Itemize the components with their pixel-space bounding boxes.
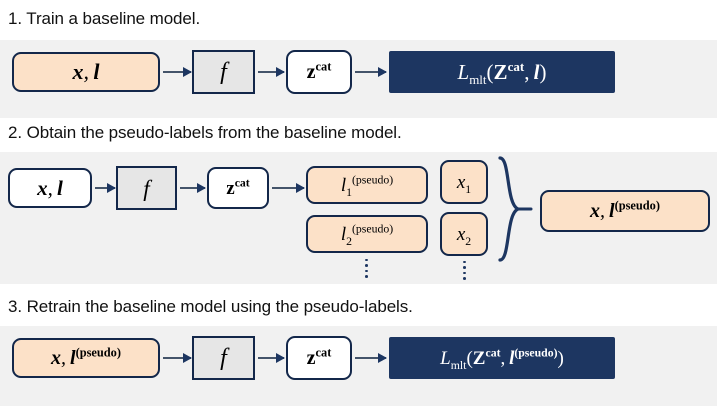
row2-arrow-2 xyxy=(180,183,206,193)
row2-pseudo-label-2: l2(pseudo) xyxy=(340,222,394,248)
row1-arrow-1 xyxy=(163,67,192,77)
row3-input-box: x, l(pseudo) xyxy=(12,338,160,378)
row1-input-label: x, l xyxy=(72,59,100,84)
section-1-heading: 1. Train a baseline model. xyxy=(8,9,201,28)
row1-input-box: x, l xyxy=(12,52,160,92)
row3-model-label: f xyxy=(220,345,227,371)
row1-loss-box: Lmlt(Zcat, l) xyxy=(389,51,615,93)
row1-model-box: f xyxy=(192,50,255,94)
row3-arrow-3 xyxy=(355,353,387,363)
row3-loss-label: Lmlt(Zcat, l(pseudo)) xyxy=(440,346,564,372)
row2-x-label-2: x2 xyxy=(456,223,472,248)
row1-model-label: f xyxy=(220,59,227,85)
row3-arrow-2 xyxy=(258,353,285,363)
row2-model-label: f xyxy=(143,175,150,201)
row2-x-box-2: x2 xyxy=(440,212,488,256)
row2-pseudo-label-box-1: l1(pseudo) xyxy=(306,166,428,204)
row2-pseudo-label-ellipsis xyxy=(364,257,368,279)
row1-arrow-3 xyxy=(355,67,387,77)
row2-input-box: x, l xyxy=(8,168,92,208)
row2-arrow-3 xyxy=(272,183,305,193)
row3-input-label: x, l(pseudo) xyxy=(50,345,122,369)
section-2-heading: 2. Obtain the pseudo-labels from the bas… xyxy=(8,123,402,142)
row2-x-ellipsis xyxy=(462,259,466,281)
row2-output-box: x, l(pseudo) xyxy=(540,190,710,232)
row3-loss-box: Lmlt(Zcat, l(pseudo)) xyxy=(389,337,615,379)
row3-feature-label: zcat xyxy=(306,345,332,369)
row2-x-box-1: x1 xyxy=(440,160,488,204)
row3-arrow-1 xyxy=(163,353,192,363)
row3-feature-box: zcat xyxy=(286,336,352,380)
row1-loss-label: Lmlt(Zcat, l) xyxy=(457,58,547,87)
row3-model-box: f xyxy=(192,336,255,380)
row1-arrow-2 xyxy=(258,67,285,77)
row2-pseudo-label-1: l1(pseudo) xyxy=(340,173,394,199)
row1-feature-label: zcat xyxy=(306,59,332,83)
row2-pseudo-label-box-2: l2(pseudo) xyxy=(306,215,428,253)
section-3-heading: 3. Retrain the baseline model using the … xyxy=(8,297,413,316)
row1-feature-box: zcat xyxy=(286,50,352,94)
row2-input-label: x, l xyxy=(37,175,63,200)
row2-feature-label: zcat xyxy=(226,176,250,199)
row2-output-label: x, l(pseudo) xyxy=(589,198,661,222)
grouping-brace-icon xyxy=(498,156,533,262)
row2-x-label-1: x1 xyxy=(456,171,472,196)
row2-arrow-1 xyxy=(95,183,116,193)
row2-feature-box: zcat xyxy=(207,167,269,209)
row2-model-box: f xyxy=(116,166,177,210)
